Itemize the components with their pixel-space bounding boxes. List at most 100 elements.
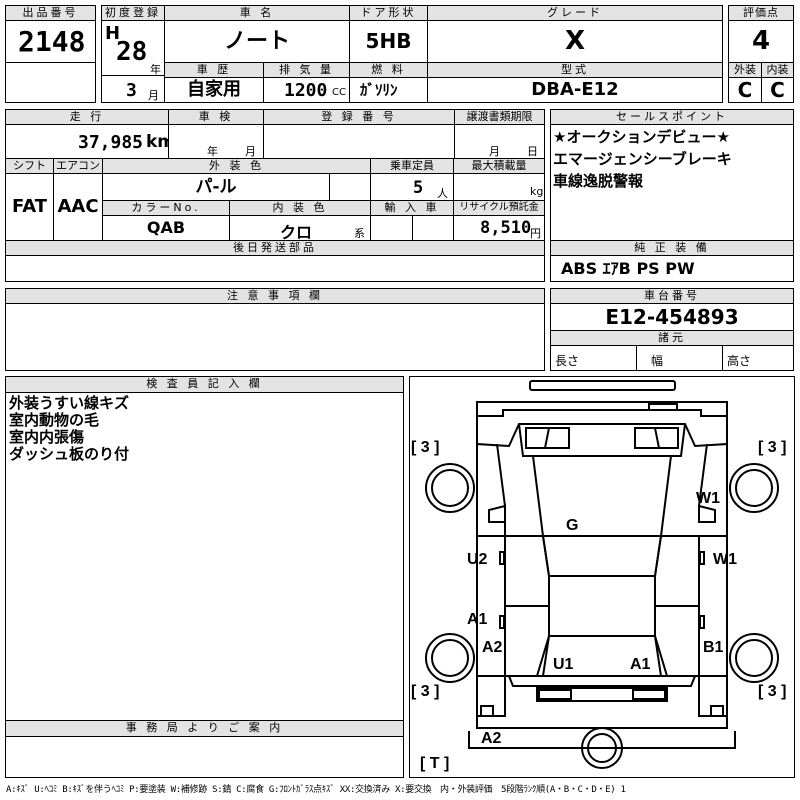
later-parts — [5, 255, 545, 282]
chassis-number: E12-454893 — [550, 303, 794, 331]
mileage-label: 走 行 — [5, 109, 169, 125]
shift: FAT — [5, 173, 54, 241]
exterior-color: パ-ル — [102, 173, 330, 201]
model-code: DBA-E12 — [427, 77, 723, 103]
equipment-label: 純 正 装 備 — [550, 240, 794, 256]
inspector-note: ダッシュ板のり付 — [9, 445, 130, 463]
month-unit: 月 — [148, 89, 159, 102]
inspection-year-unit: 年 — [207, 145, 218, 158]
inspector-note: 外装うすい線キズ — [9, 394, 130, 412]
score-label: 評価点 — [728, 5, 794, 21]
transfer-deadline-label: 譲渡書類期限 — [454, 109, 545, 125]
damage-mark-rear-right: A1 — [630, 656, 651, 673]
recycle-label: リサイクル預託金 — [453, 200, 545, 216]
max-load-label: 最大積載量 — [453, 158, 545, 174]
length-box: 長さ — [550, 345, 637, 371]
door-type-label: ドア形状 — [349, 5, 428, 21]
grade-label: グレード — [427, 5, 723, 21]
interior-color-label: 内 装 色 — [229, 200, 371, 216]
score: 4 — [728, 20, 794, 63]
car-diagram-frame — [409, 376, 795, 778]
sales-point-line: ★オークションデビュー★ — [553, 128, 730, 146]
registration-month-box: 3 月 — [101, 75, 165, 103]
sales-point-line: エマージェンシーブレーキ — [553, 150, 732, 168]
history-label: 車 歴 — [164, 62, 264, 78]
import-box-2 — [412, 215, 454, 241]
recycle-fee: 8,510 — [480, 218, 532, 238]
registration-number-label: 登 録 番 号 — [263, 109, 455, 125]
displacement: 1200 — [284, 80, 328, 101]
interior-color: クロ — [280, 223, 313, 241]
transfer-deadline-box: 月 日 — [454, 124, 545, 159]
grade: X — [427, 20, 723, 63]
inspector-note: 室内内張傷 — [9, 428, 85, 446]
specs-label: 諸元 — [550, 330, 794, 346]
displacement-box: 1200 CC — [263, 77, 350, 103]
interior-grade: C — [761, 77, 794, 103]
capacity-box: 5 人 — [370, 173, 454, 201]
length-label: 長さ — [555, 354, 580, 368]
history: 自家用 — [164, 77, 264, 103]
first-registration-label: 初度登録 — [101, 5, 165, 21]
transfer-month-unit: 月 — [489, 145, 500, 158]
notes — [5, 303, 545, 371]
transfer-day-unit: 日 — [527, 145, 538, 158]
height-label: 高さ — [727, 354, 752, 368]
inspector-label: 検 査 員 記 入 欄 — [5, 376, 404, 393]
damage-mark-right-front: W1 — [696, 490, 720, 507]
inspector-note: 室内動物の毛 — [9, 411, 100, 429]
tire-rear-left-rating: [ 3 ] — [411, 683, 440, 700]
recycle-box: 8,510 円 — [453, 215, 545, 241]
mileage-unit: km — [146, 132, 168, 152]
spare-tire-rating: [ T ] — [420, 755, 450, 772]
tire-front-left-rating: [ 3 ] — [411, 439, 440, 456]
color-number-label: カラーNo. — [102, 200, 230, 216]
displacement-unit: CC — [332, 87, 346, 98]
sales-points-label: セールスポイント — [550, 109, 794, 125]
year-unit: 年 — [150, 63, 161, 76]
interior-color-box: クロ 系 — [229, 215, 371, 241]
car-name-label: 車 名 — [164, 5, 350, 21]
import-box-1 — [370, 215, 413, 241]
capacity: 5 — [413, 178, 424, 198]
lot-number-blank — [5, 62, 96, 103]
model-label: 型式 — [427, 62, 723, 78]
registration-month: 3 — [126, 80, 137, 101]
damage-mark-right-front-door: W1 — [713, 551, 737, 568]
lot-number-label: 出品番号 — [5, 5, 96, 21]
inspection-month-unit: 月 — [245, 145, 256, 158]
height-box: 高さ — [722, 345, 794, 371]
first-registration-box: H 28 年 — [101, 20, 165, 76]
damage-mark-left-front-door: U2 — [467, 551, 488, 568]
exterior-grade-label: 外装 — [728, 62, 762, 78]
door-type: 5HB — [349, 20, 428, 63]
capacity-unit: 人 — [437, 187, 448, 200]
lot-number: 2148 — [5, 20, 96, 63]
car-diagram — [425, 380, 779, 769]
legend: A:ｷｽﾞ U:ﾍｺﾐ B:ｷｽﾞを伴うﾍｺﾐ P:要塗装 W:補修跡 S:錆 … — [6, 785, 626, 795]
aircon: AAC — [53, 173, 103, 241]
max-load-box: kg — [453, 173, 545, 201]
displacement-label: 排 気 量 — [263, 62, 350, 78]
damage-mark-left-rear-fender: A2 — [482, 639, 503, 656]
interior-grade-label: 内装 — [761, 62, 794, 78]
tire-rear-right-rating: [ 3 ] — [758, 683, 787, 700]
sales-point-line: 車線逸脱警報 — [553, 172, 644, 190]
damage-mark-left-rear-door: A1 — [467, 611, 488, 628]
notes-label: 注 意 事 項 欄 — [5, 288, 545, 304]
inspection-label: 車 検 — [168, 109, 264, 125]
damage-mark-windshield: G — [566, 517, 579, 534]
sales-points: ★オークションデビュー★ エマージェンシーブレーキ 車線逸脱警報 — [550, 124, 794, 241]
interior-color-unit: 系 — [354, 227, 365, 240]
color-number: QAB — [102, 215, 230, 241]
registration-year: 28 — [116, 37, 148, 67]
fuel: ｶﾞｿﾘﾝ — [349, 77, 428, 103]
capacity-label: 乗車定員 — [370, 158, 454, 174]
mileage: 37,985 — [78, 132, 144, 153]
width-label: 幅 — [651, 354, 664, 368]
inspection-box: 年 月 — [168, 124, 264, 159]
office-notes — [5, 736, 404, 778]
exterior-grade: C — [728, 77, 762, 103]
damage-mark-rear-bumper: A2 — [481, 730, 502, 747]
era: H — [105, 23, 121, 44]
